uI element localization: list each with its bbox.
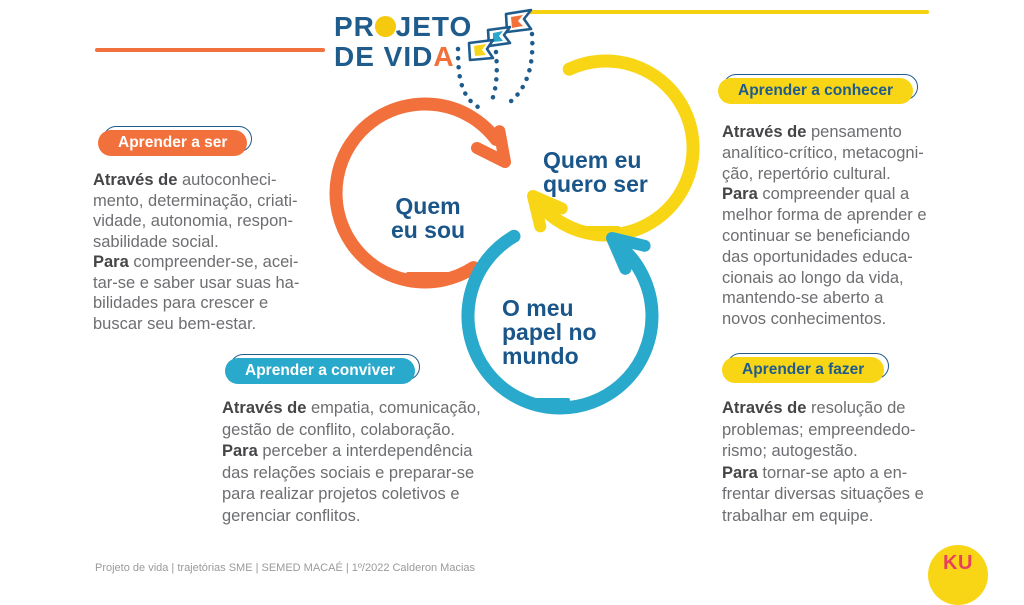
logo-line-1: PROJETO — [334, 11, 473, 42]
badge-aprender-a-conviver: Aprender a conviver — [225, 354, 420, 384]
cycle-label-text: O meu papel no mundo — [502, 295, 597, 369]
label-underline — [530, 398, 570, 403]
footer-credit: Projeto de vida | trajetórias SME | SEME… — [95, 562, 476, 574]
orange-arrow-icon — [471, 125, 511, 168]
infographic-canvas: PROJETO DE VIDA Quem eu sou Quem eu que — [93, 8, 988, 605]
badge-aprender-a-ser: Aprender a ser — [98, 126, 253, 156]
logo-projeto-de-vida: PROJETO DE VIDA — [334, 12, 472, 72]
paragraph-aprender-a-ser: Através de autoconheci- mento, determina… — [93, 171, 300, 333]
paragraph-aprender-a-fazer: Através de resolução de problemas; empre… — [722, 399, 924, 525]
cycle-label-text: Quem eu sou — [390, 193, 466, 243]
paragraph-aprender-a-conviver: Através de empatia, comunicação, gestão … — [222, 399, 481, 525]
cycle-label-quem-eu-sou: Quem eu sou — [363, 170, 493, 301]
badge-label: Aprender a conhecer — [718, 78, 914, 104]
paragraph-aprender-a-conhecer: Através de pensamento analítico-crítico,… — [722, 123, 927, 329]
ku-logo-text: KU — [943, 552, 973, 574]
label-underline — [406, 272, 450, 277]
top-left-accent-line — [95, 48, 325, 52]
cycle-label-text: Quem eu quero ser — [543, 147, 648, 197]
ku-logo: KU — [928, 545, 988, 605]
flag-orange-icon — [504, 8, 533, 34]
flags-decoration-icon — [455, 8, 535, 110]
top-right-accent-line — [523, 10, 929, 14]
badge-aprender-a-conhecer: Aprender a conhecer — [718, 74, 919, 104]
label-underline — [580, 226, 620, 231]
cycle-label-o-meu-papel-no-mundo: O meu papel no mundo — [502, 272, 642, 427]
logo-line-2: DE VIDA — [334, 41, 455, 72]
dotted-trail — [487, 49, 499, 108]
badge-label: Aprender a fazer — [722, 357, 885, 383]
badge-label: Aprender a conviver — [225, 358, 415, 384]
dotted-trail — [455, 46, 481, 110]
badge-aprender-a-fazer: Aprender a fazer — [722, 353, 890, 383]
badge-label: Aprender a ser — [98, 130, 248, 156]
flag-yellow-icon — [467, 38, 495, 62]
cycle-label-quem-eu-quero-ser: Quem eu quero ser — [543, 124, 673, 255]
dotted-trail — [503, 31, 535, 108]
